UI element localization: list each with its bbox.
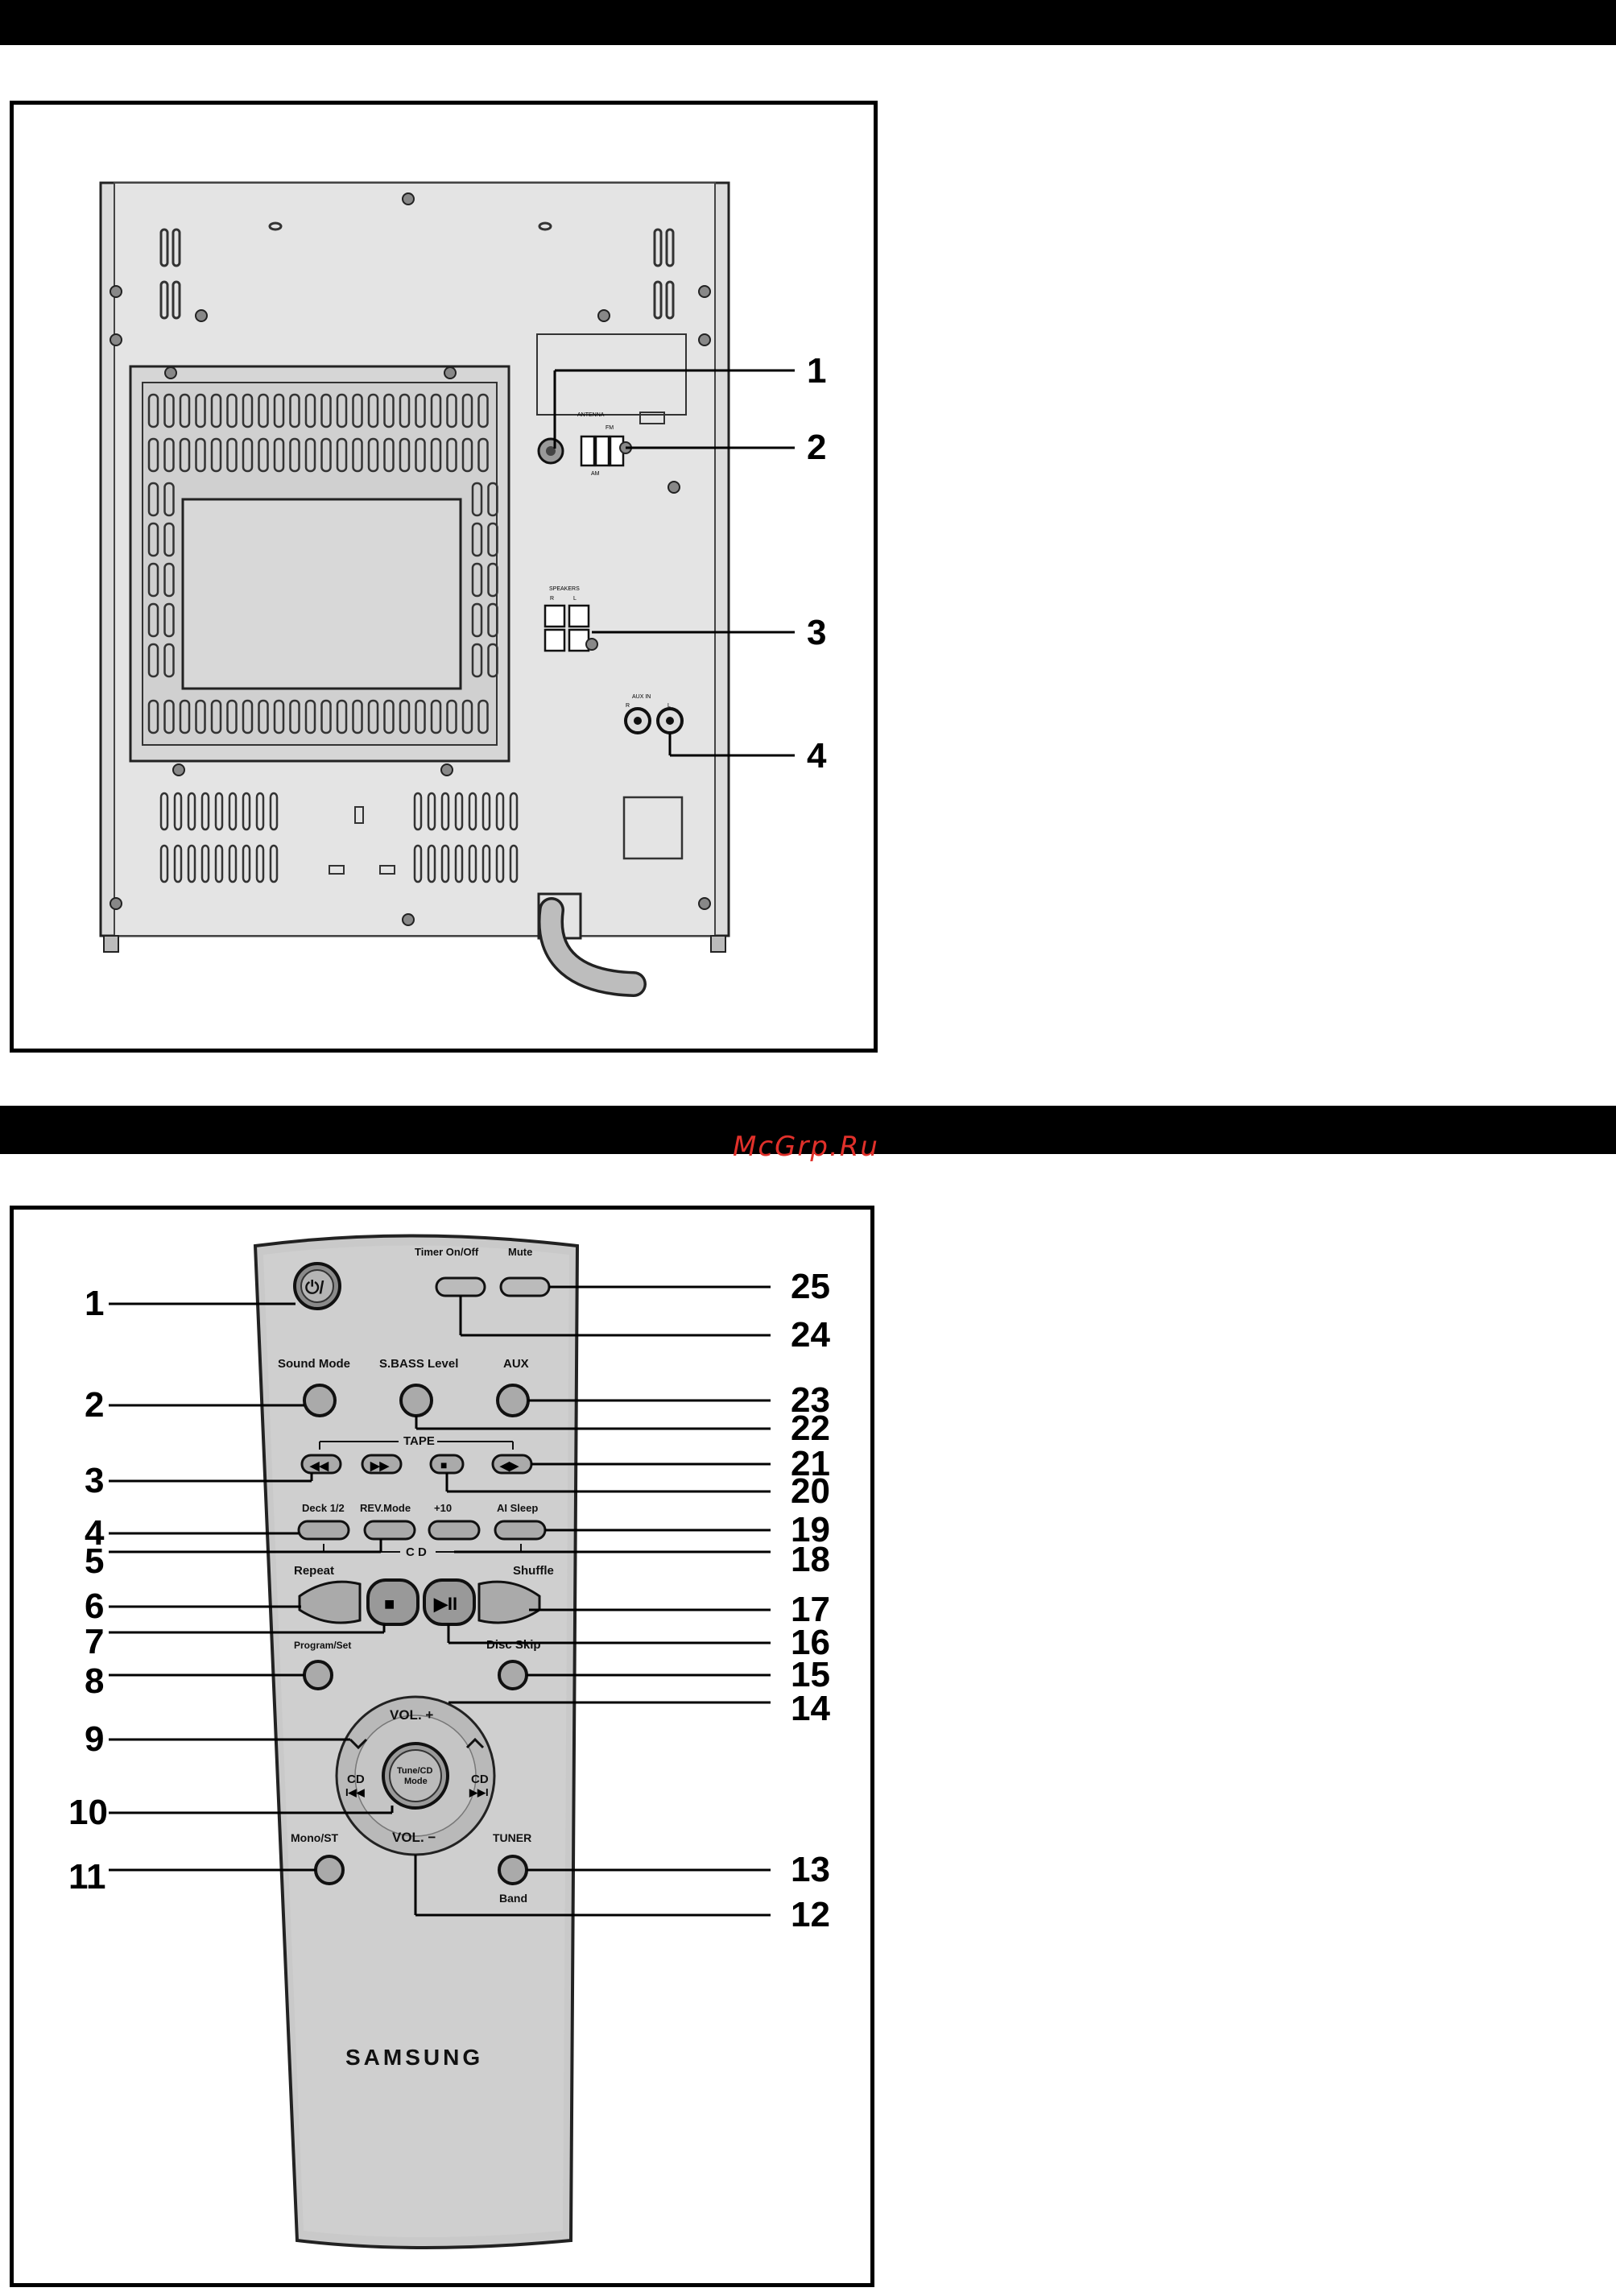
- remote-callout-20: 20: [791, 1471, 830, 1511]
- svg-text:■: ■: [384, 1594, 395, 1614]
- mute-label: Mute: [508, 1246, 532, 1258]
- tape-label: TAPE: [403, 1434, 435, 1448]
- remote-callout-5: 5: [85, 1541, 104, 1581]
- rear-panel-illustration: ANTENNA FM AM SPEAKERS R L AUX IN R L 1 …: [99, 181, 827, 997]
- header-bar-middle: [0, 1106, 1616, 1154]
- header-bar-top: [0, 0, 1616, 45]
- svg-text:▶II: ▶II: [433, 1594, 457, 1614]
- remote-callout-3: 3: [85, 1461, 104, 1500]
- speaker-l-label: L: [573, 596, 577, 602]
- remote-callout-1: 1: [85, 1284, 104, 1323]
- antenna-label: ANTENNA: [577, 412, 605, 418]
- cd-prev-label: CD: [347, 1773, 365, 1786]
- remote-callout-25: 25: [791, 1267, 830, 1306]
- timer-label: Timer On/Off: [415, 1246, 479, 1258]
- vol-plus-label: VOL. +: [390, 1707, 433, 1723]
- remote-callout-15: 15: [791, 1655, 830, 1694]
- rear-callout-3: 3: [807, 613, 826, 652]
- samsung-logo: SAMSUNG: [345, 2045, 483, 2070]
- svg-text:I◀◀: I◀◀: [345, 1786, 366, 1798]
- rear-callout-1: 1: [807, 351, 826, 391]
- remote-callout-21: 21: [791, 1444, 830, 1483]
- remote-callout-7: 7: [85, 1622, 104, 1661]
- cd-next-label: CD: [471, 1773, 489, 1786]
- am-label: AM: [591, 471, 600, 477]
- svg-text:▶▶I: ▶▶I: [469, 1786, 489, 1798]
- fm-label: FM: [605, 425, 614, 431]
- speaker-r-label: R: [550, 596, 554, 602]
- remote-callout-2: 2: [85, 1385, 104, 1425]
- remote-callout-12: 12: [791, 1895, 830, 1934]
- rear-callout-2: 2: [807, 428, 826, 467]
- remote-frame: ⏻/ Timer On/Off Mute Sound Mode S.BASS L…: [10, 1206, 874, 2287]
- remote-callout-13: 13: [791, 1850, 830, 1889]
- program-set-label: Program/Set: [294, 1640, 351, 1651]
- remote-callout-19: 19: [791, 1510, 830, 1549]
- sbass-label: S.BASS Level: [379, 1357, 458, 1371]
- remote-callout-18: 18: [791, 1540, 830, 1579]
- svg-text:◀▶: ◀▶: [499, 1459, 520, 1473]
- remote-callout-11: 11: [68, 1857, 106, 1897]
- aux-l-label: L: [667, 703, 671, 709]
- shuffle-label: Shuffle: [513, 1564, 554, 1578]
- svg-text:■: ■: [440, 1458, 447, 1471]
- remote-callout-14: 14: [791, 1689, 830, 1728]
- watermark: McGrp.Ru: [733, 1131, 879, 1163]
- repeat-label: Repeat: [294, 1564, 334, 1578]
- remote-callout-9: 9: [85, 1719, 104, 1759]
- remote-callout-6: 6: [85, 1587, 104, 1626]
- remote-callout-24: 24: [791, 1315, 830, 1355]
- disc-skip-label: Disc Skip: [486, 1638, 541, 1652]
- remote-illustration: ⏻/ Timer On/Off Mute Sound Mode S.BASS L…: [68, 1234, 830, 2249]
- plus10-label: +10: [434, 1502, 452, 1514]
- rev-mode-label: REV.Mode: [360, 1502, 411, 1514]
- svg-text:⏻/: ⏻/: [305, 1277, 324, 1297]
- speakers-label: SPEAKERS: [549, 586, 580, 592]
- ai-sleep-label: AI Sleep: [497, 1502, 538, 1514]
- remote-callout-17: 17: [791, 1590, 830, 1629]
- tune-cd-label: Tune/CD: [397, 1766, 432, 1776]
- remote-callout-16: 16: [791, 1623, 830, 1662]
- mode-label: Mode: [404, 1777, 428, 1786]
- rear-callout-4: 4: [807, 736, 827, 776]
- remote-callout-4: 4: [85, 1513, 105, 1553]
- aux-label: AUX: [503, 1357, 529, 1371]
- remote-callout-22: 22: [791, 1409, 830, 1448]
- cd-bracket-label: C D: [406, 1545, 427, 1559]
- sound-mode-label: Sound Mode: [278, 1357, 350, 1371]
- mono-st-label: Mono/ST: [291, 1831, 339, 1844]
- aux-r-label: R: [626, 703, 630, 709]
- vol-minus-label: VOL. −: [392, 1830, 436, 1845]
- remote-callout-8: 8: [85, 1661, 104, 1701]
- rear-panel-frame: ANTENNA FM AM SPEAKERS R L AUX IN R L 1 …: [10, 101, 878, 1053]
- tuner-label: TUNER: [493, 1831, 531, 1844]
- svg-text:▶▶: ▶▶: [370, 1459, 391, 1473]
- svg-text:◀◀: ◀◀: [309, 1459, 329, 1473]
- band-label: Band: [499, 1892, 527, 1905]
- aux-in-label: AUX IN: [632, 694, 651, 700]
- remote-callout-10: 10: [68, 1793, 108, 1832]
- remote-callout-23: 23: [791, 1380, 830, 1420]
- deck-label: Deck 1/2: [302, 1502, 345, 1514]
